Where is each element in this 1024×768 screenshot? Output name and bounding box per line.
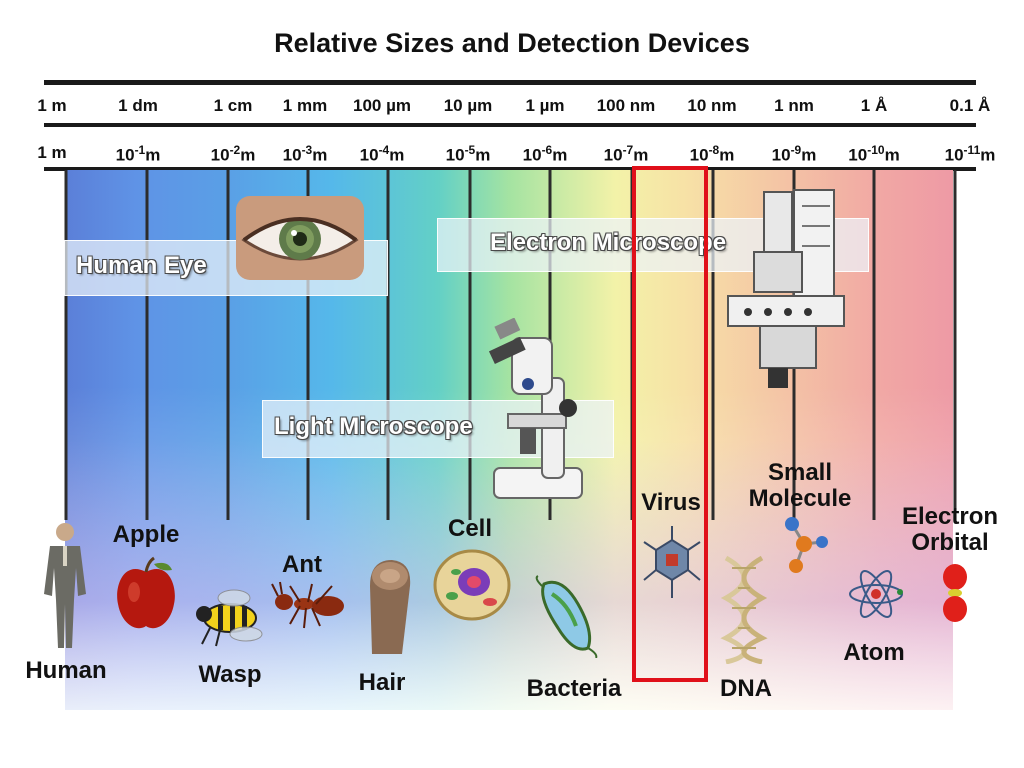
scale-power-label: 10-11m [944,143,996,165]
scale-unit-label: 1 Å [860,96,888,115]
wasp-label: Wasp [198,661,262,688]
scale-unit-label: 10 nm [687,96,737,115]
apple-icon [117,556,175,629]
scale-gridline [953,170,957,520]
human-eye-label: Human Eye [76,252,207,279]
scale-gridline [872,170,876,520]
small-molecule-label-line1: Small [767,459,833,486]
virus-highlight-box [632,166,708,682]
electron-orbital-label: Electron Orbital [902,504,998,556]
hair-icon [370,560,411,654]
scale-power-label: 10-4m [359,143,405,165]
small-molecule-label-line2: Molecule [748,485,852,512]
human-label: Human [25,657,107,684]
small-molecule-icon [785,517,828,573]
atom-label: Atom [843,639,905,666]
scale-unit-label: 100 nm [596,96,656,115]
scale-unit-label: 1 cm [213,96,253,115]
scale-unit-label: 1 m [37,96,67,115]
light-microscope-label: Light Microscope [274,413,473,440]
electron-orbital-label-line2: Orbital [911,529,989,556]
scale-gridline [386,170,390,520]
atom-icon [849,570,903,618]
scale-gridline [468,170,472,520]
diagram-title: Relative Sizes and Detection Devices [274,28,750,58]
scale-rule-middle [44,123,976,127]
scale-gridline [711,170,715,520]
scale-unit-label: 1 µm [525,96,565,115]
ant-icon [271,581,344,629]
scale-gridline [145,170,149,520]
scale-power-label: 10-7m [603,143,649,165]
cell-label: Cell [447,515,493,542]
apple-label: Apple [112,521,180,548]
hair-label: Hair [358,669,406,696]
wasp-icon [196,589,263,647]
light-microscope-icon [488,318,583,499]
small-molecule-label: Small Molecule [749,460,852,512]
electron-orbital-label-line1: Electron [901,503,999,530]
eye-icon [236,196,364,280]
scale-power-label: 10-5m [445,143,491,165]
virus-icon [643,526,701,598]
scale-unit-label: 100 µm [353,96,411,115]
scale-rule-top [44,80,976,85]
scale-unit-label: 1 nm [774,96,814,115]
scale-power-label: 10-3m [282,143,328,165]
bacteria-label: Bacteria [526,675,622,702]
cell-icon [433,549,511,621]
electron-orbital-icon [943,564,967,622]
scale-power-label: 10-1m [115,143,161,165]
scale-power-label: 1 m [37,143,67,162]
scale-power-label: 10-2m [210,143,256,165]
scale-gridline [64,170,68,520]
scale-rule-bottom [44,167,976,171]
scale-power-label: 10-6m [522,143,568,165]
scale-unit-label: 10 µm [443,96,493,115]
virus-label: Virus [641,489,701,516]
dna-icon [720,555,768,664]
scale-power-label: 10-9m [771,143,817,165]
scale-unit-label: 1 dm [118,96,158,115]
human-figure-icon [44,523,86,648]
scale-power-label: 10-8m [689,143,735,165]
scale-gridline [226,170,230,520]
scale-unit-label: 0.1 Å [949,96,991,115]
dna-label: DNA [720,675,772,702]
scale-gridline [306,170,310,520]
scale-power-label: 10-10m [848,143,900,165]
electron-microscope-label: Electron Microscope [490,229,727,256]
scale-unit-label: 1 mm [282,96,328,115]
electron-microscope-icon [727,189,845,388]
bacteria-icon [535,575,598,658]
ant-label: Ant [282,551,322,578]
